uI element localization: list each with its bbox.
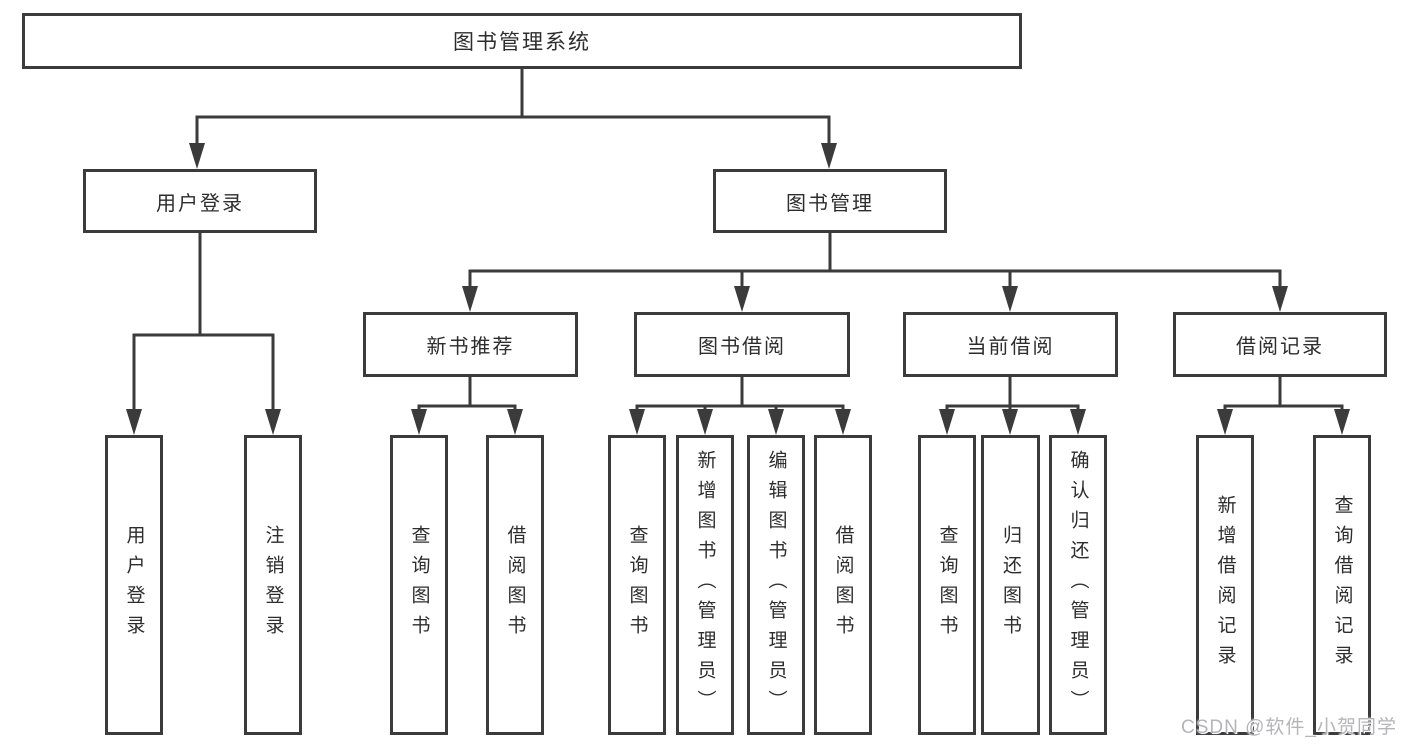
- leaf-user-login-label: 用户登录: [123, 525, 145, 645]
- connector-book-borrowing-to-leaves: [629, 375, 851, 435]
- leaf-query-books-current: 查询图书: [918, 435, 976, 735]
- leaf-query-borrow-record-label: 查询借阅记录: [1331, 495, 1353, 675]
- leaf-confirm-return-admin: 确认归还（管理员）: [1049, 435, 1107, 735]
- leaf-user-login: 用户登录: [105, 435, 163, 735]
- node-library-system: 图书管理系统: [22, 13, 1022, 69]
- node-current-borrowing: 当前借阅: [903, 312, 1118, 377]
- node-user-login: 用户登录: [83, 169, 317, 233]
- connector-book-management-to-level2: [462, 231, 1288, 312]
- leaf-edit-books-admin: 编辑图书（管理员）: [747, 435, 805, 735]
- leaf-query-books-borrowing-label: 查询图书: [626, 525, 648, 645]
- leaf-query-books-recommendation-label: 查询图书: [408, 525, 430, 645]
- connector-current-borrowing-to-leaves: [939, 375, 1086, 435]
- node-book-management: 图书管理: [713, 169, 947, 233]
- leaf-logout-login-label: 注销登录: [262, 525, 284, 645]
- connector-root-to-level1: [189, 67, 837, 169]
- leaf-query-books-borrowing: 查询图书: [608, 435, 666, 735]
- leaf-borrow-books-borrowing: 借阅图书: [814, 435, 872, 735]
- leaf-add-borrow-record-label: 新增借阅记录: [1214, 495, 1236, 675]
- leaf-edit-books-admin-label: 编辑图书（管理员）: [765, 450, 787, 720]
- connector-user-login-to-leaves: [126, 231, 281, 435]
- connector-borrowing-records-to-leaves: [1217, 375, 1350, 435]
- leaf-add-books-admin-label: 新增图书（管理员）: [694, 450, 716, 720]
- leaf-add-books-admin: 新增图书（管理员）: [676, 435, 734, 735]
- leaf-query-borrow-record: 查询借阅记录: [1313, 435, 1371, 735]
- node-book-borrowing: 图书借阅: [634, 312, 850, 377]
- leaf-query-books-current-label: 查询图书: [936, 525, 958, 645]
- connector-new-book-recommendation-to-leaves: [411, 375, 523, 435]
- leaf-borrow-books-recommendation-label: 借阅图书: [504, 525, 526, 645]
- leaf-confirm-return-admin-label: 确认归还（管理员）: [1067, 450, 1089, 720]
- node-new-book-recommendation: 新书推荐: [363, 312, 578, 377]
- leaf-return-books-label: 归还图书: [1000, 525, 1021, 645]
- leaf-query-books-recommendation: 查询图书: [390, 435, 448, 735]
- leaf-add-borrow-record: 新增借阅记录: [1196, 435, 1254, 735]
- leaf-borrow-books-borrowing-label: 借阅图书: [832, 525, 854, 645]
- leaf-borrow-books-recommendation: 借阅图书: [486, 435, 544, 735]
- watermark-text: CSDN @软件_小贺同学: [1181, 717, 1397, 738]
- node-borrowing-records: 借阅记录: [1173, 312, 1387, 377]
- leaf-return-books: 归还图书: [981, 435, 1040, 735]
- leaf-logout-login: 注销登录: [244, 435, 302, 735]
